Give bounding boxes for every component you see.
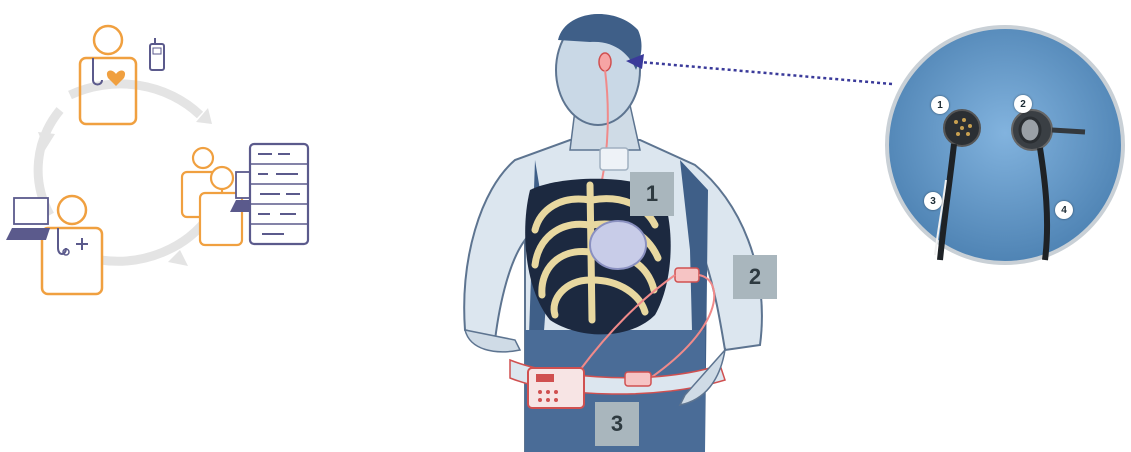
callout-2: 2	[733, 255, 777, 299]
side-battery	[675, 268, 699, 282]
laptop-icon	[6, 198, 50, 240]
connector-badge-2: 2	[1014, 95, 1032, 113]
phone-icon	[150, 38, 164, 70]
connector-closeup	[880, 20, 1130, 270]
server-rack-icon	[250, 144, 308, 244]
callout-1: 1	[630, 172, 674, 216]
telemonitoring-cycle	[0, 0, 330, 300]
connector-badge-1: 1	[931, 96, 949, 114]
patient-heart-icon	[80, 26, 136, 124]
patient-illustration	[440, 0, 800, 452]
callout-3: 3	[595, 402, 639, 446]
connector-badge-4: 4	[1055, 201, 1073, 219]
lvad-pump	[590, 221, 646, 269]
connector-badge-3: 3	[924, 192, 942, 210]
